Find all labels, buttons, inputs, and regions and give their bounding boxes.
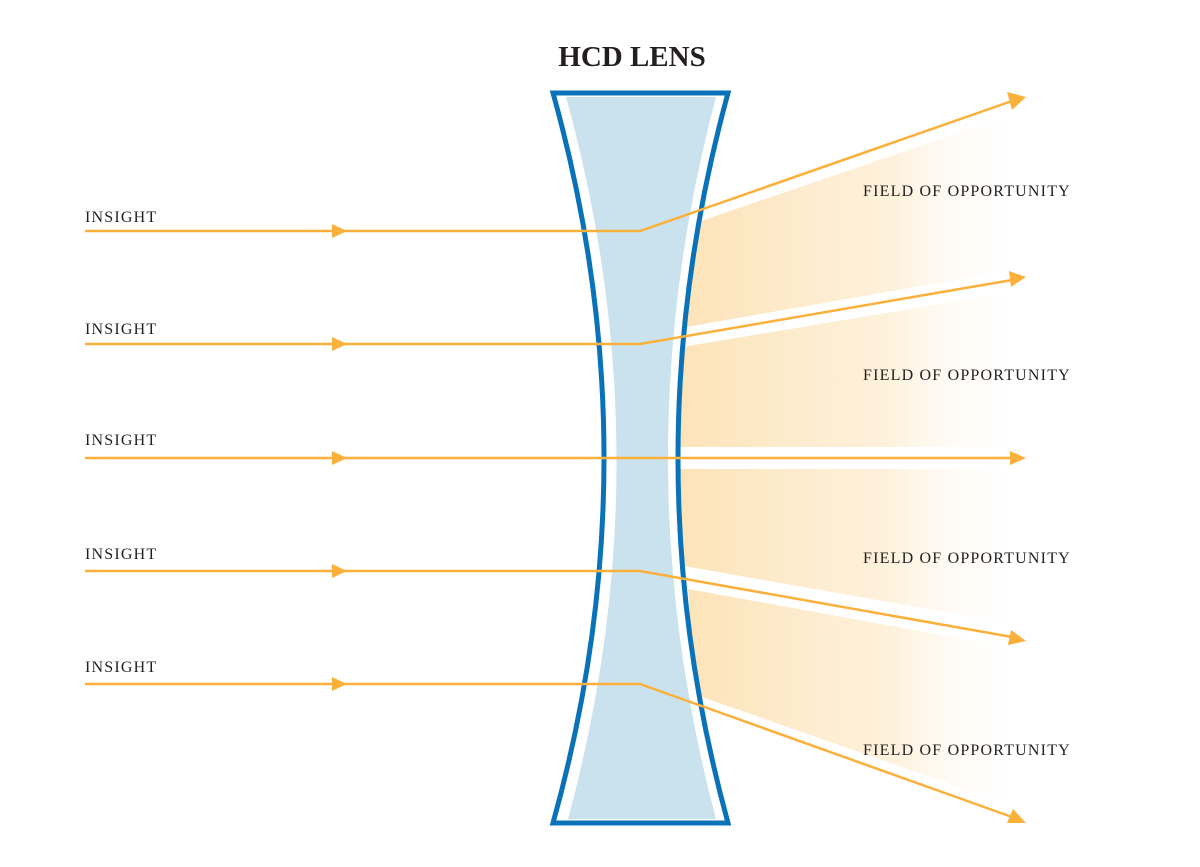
insight-label: INSIGHT	[85, 321, 157, 338]
ray-4	[85, 569, 1013, 639]
arrowhead-icon	[332, 337, 347, 351]
opportunity-label: FIELD OF OPPORTUNITY	[863, 742, 1071, 759]
opportunity-label: FIELD OF OPPORTUNITY	[863, 183, 1071, 200]
arrowhead-icon	[332, 224, 347, 238]
opportunity-label: FIELD OF OPPORTUNITY	[863, 367, 1071, 384]
ray-1	[85, 99, 1013, 233]
arrowhead-icon	[332, 677, 347, 691]
opportunity-field-4	[688, 589, 1025, 810]
diagram-title: HCD LENS	[558, 41, 705, 73]
arrowhead-icon	[1007, 92, 1026, 110]
ray-5	[85, 682, 1013, 819]
arrowhead-icon	[1009, 271, 1026, 287]
ray-2	[85, 278, 1013, 346]
arrowhead-icon	[1008, 630, 1026, 645]
arrowhead-icon	[1010, 451, 1026, 465]
arrowhead-icon	[1007, 809, 1026, 823]
opportunity-field-1	[686, 110, 1025, 327]
insight-rays	[85, 92, 1026, 823]
insight-label: INSIGHT	[85, 659, 157, 676]
arrowhead-icon	[332, 451, 347, 465]
opportunity-field-3	[680, 469, 1025, 626]
arrowhead-icon	[332, 564, 347, 578]
insight-label: INSIGHT	[85, 432, 157, 449]
insight-label: INSIGHT	[85, 546, 157, 563]
opportunity-label: FIELD OF OPPORTUNITY	[863, 550, 1071, 567]
insight-label: INSIGHT	[85, 209, 157, 226]
opportunity-field-2	[680, 290, 1025, 447]
